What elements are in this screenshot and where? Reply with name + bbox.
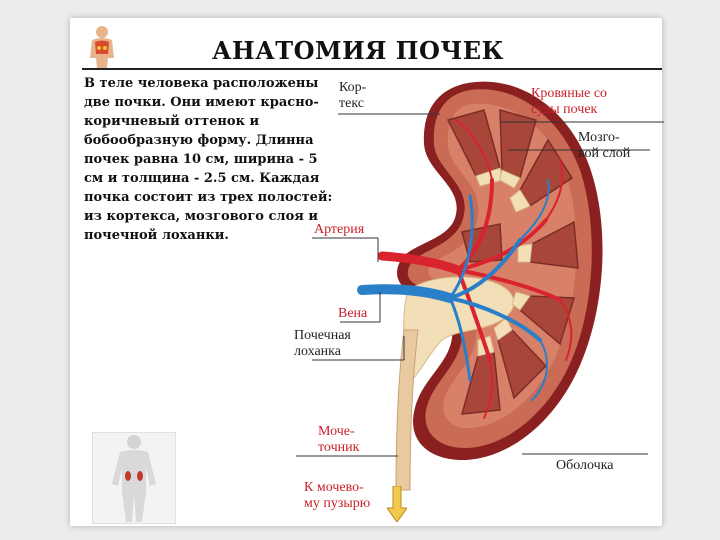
renal-artery (377, 119, 573, 419)
label-cortex: Кор- текс (339, 80, 367, 111)
ureter (395, 329, 419, 491)
description-text: В теле человека расположены две почки. О… (84, 76, 333, 243)
label-vein: Вена (338, 306, 368, 321)
label-capsule: Оболочка (556, 458, 614, 473)
page-title: АНАТОМИЯ ПОЧЕК (212, 36, 504, 65)
label-artery: Артерия (314, 222, 365, 237)
renal-vein (357, 179, 550, 401)
human-anatomy-icon (90, 26, 114, 68)
label-to-bladder: К мочево- му пузырю (304, 480, 371, 511)
label-ureter: Моче- точник (318, 424, 360, 455)
title-divider (82, 68, 662, 70)
label-blood-vessels: Кровяные со суды почек (531, 86, 608, 117)
label-medulla: Мозго- вой слой (578, 130, 631, 161)
body-kidneys-thumbnail (92, 432, 176, 524)
down-arrow-icon (387, 486, 407, 522)
label-renal-pelvis: Почечная лоханка (294, 328, 351, 359)
